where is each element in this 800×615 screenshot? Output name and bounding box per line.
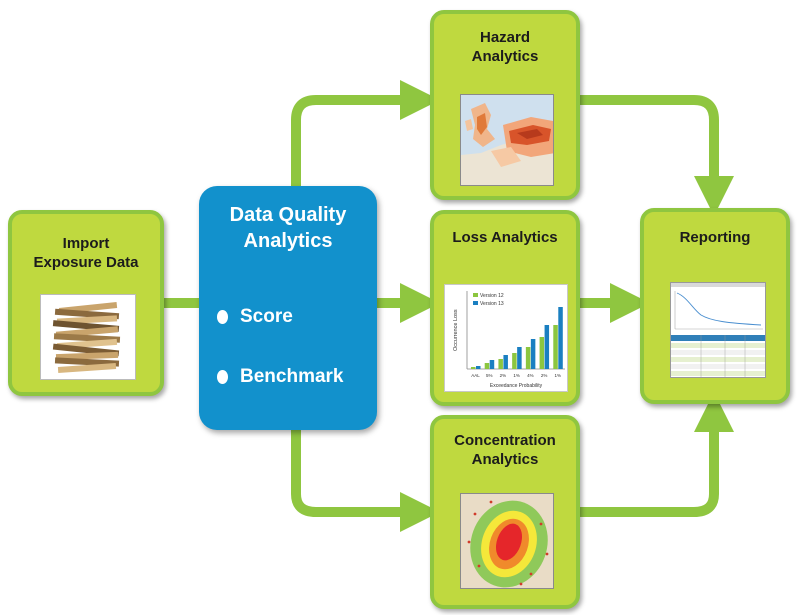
loss-bar-v12 — [512, 353, 517, 369]
loss-bar-v12 — [484, 363, 490, 369]
bullet-benchmark: Benchmark — [217, 366, 344, 388]
loss-bar-v12 — [553, 325, 558, 369]
loss-bar-v13 — [530, 339, 536, 369]
arrow-dq-to-hazard — [291, 80, 440, 190]
bullet-benchmark-label: Benchmark — [240, 366, 344, 387]
dq-title-line2: Analytics — [243, 230, 333, 252]
loss-xtick-label: AAL — [471, 373, 480, 378]
loss-xlabel: Exceedance Probability — [490, 383, 543, 389]
loss-bar-v13 — [544, 325, 550, 369]
hazard-title-line1: Hazard — [479, 29, 531, 46]
loss-bar-v13 — [476, 366, 481, 369]
paper-stack-image — [40, 294, 136, 380]
loss-ylabel: Occurrence Loss — [453, 309, 459, 351]
loss-title: Loss Analytics — [452, 229, 558, 246]
concentration-heatmap-image — [460, 493, 554, 589]
loss-bar-v12 — [471, 367, 476, 369]
arrow-dq-to-concentration — [291, 428, 440, 532]
loss-analytics-box[interactable]: Loss Analytics Version 12 Version 13 Occ… — [430, 210, 580, 406]
loss-xtick-label: 1% — [513, 373, 520, 378]
concentration-title-line2: Analytics — [471, 451, 539, 468]
report-screenshot-image — [670, 282, 766, 378]
legend-v12: Version 12 — [480, 293, 504, 299]
bullet-score: Score — [217, 306, 293, 328]
loss-bar-v12 — [525, 347, 531, 369]
loss-bar-v13 — [503, 355, 508, 369]
dq-title-line1: Data Quality — [229, 204, 347, 226]
loss-xtick-label: 1% — [555, 373, 562, 378]
loss-xtick-label: 2% — [500, 373, 507, 378]
loss-bar-v13 — [489, 360, 495, 369]
bullet-dot — [217, 310, 228, 324]
data-quality-title: Data Quality Analytics — [199, 202, 377, 254]
loss-xtick-label: 4% — [527, 373, 534, 378]
import-title-line2: Exposure Data — [33, 254, 139, 271]
loss-bar-v13 — [517, 347, 522, 369]
loss-bar-v12 — [498, 359, 503, 369]
concentration-analytics-box[interactable]: Concentration Analytics — [430, 415, 580, 609]
bullet-score-label: Score — [240, 306, 293, 327]
import-exposure-title: Import Exposure Data — [12, 234, 160, 272]
concentration-title-line1: Concentration — [454, 432, 556, 449]
import-title-line1: Import — [62, 235, 110, 252]
hazard-title-line2: Analytics — [471, 48, 539, 65]
arrow-hazard-to-reporting — [578, 95, 734, 216]
bullet-dot — [217, 370, 228, 384]
data-quality-analytics-box[interactable]: Data Quality Analytics Score Benchmark — [199, 186, 377, 430]
hazard-analytics-box[interactable]: Hazard Analytics — [430, 10, 580, 200]
legend-v13: Version 13 — [480, 301, 504, 307]
import-exposure-box[interactable]: Import Exposure Data — [8, 210, 164, 396]
loss-bar-v12 — [539, 337, 545, 369]
loss-chart-image: Version 12 Version 13 Occurrence Loss AA… — [444, 284, 568, 392]
reporting-box[interactable]: Reporting — [640, 208, 790, 404]
loss-xticks: AAL 5% 2% 1% 4% 2% 1% — [471, 373, 561, 378]
concentration-title: Concentration Analytics — [434, 431, 576, 469]
loss-bars — [471, 307, 563, 369]
hazard-map-image — [460, 94, 554, 186]
reporting-title: Reporting — [679, 229, 751, 246]
loss-xtick-label: 2% — [541, 373, 548, 378]
hazard-title: Hazard Analytics — [434, 28, 576, 66]
loss-xtick-label: 5% — [486, 373, 493, 378]
legend-swatch-v13 — [473, 301, 478, 305]
loss-bar-v13 — [558, 307, 563, 369]
legend-swatch-v12 — [473, 293, 478, 297]
arrow-concentration-to-reporting — [578, 392, 734, 517]
